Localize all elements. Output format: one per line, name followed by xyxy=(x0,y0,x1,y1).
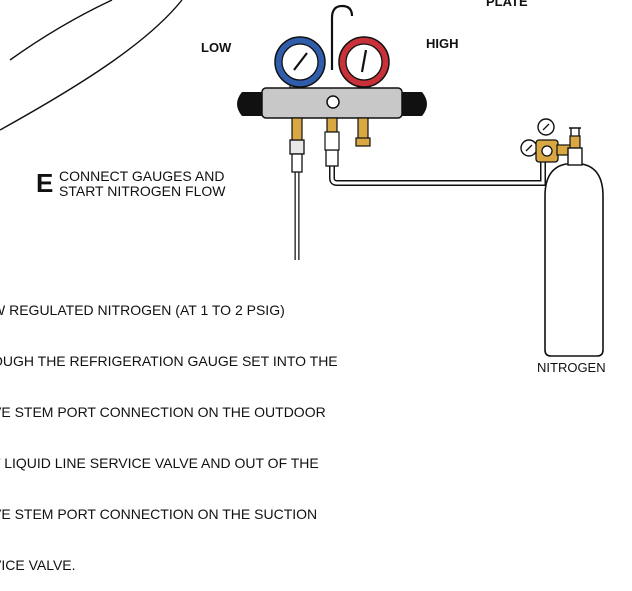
step-caption-line: START NITROGEN FLOW xyxy=(59,183,226,199)
diagram-artwork xyxy=(0,0,604,357)
step-caption-line: CONNECT GAUGES AND xyxy=(59,168,225,184)
high-pressure-gauge xyxy=(338,36,390,89)
instruction-line: W REGULATED NITROGEN (AT 1 TO 2 PSIG) xyxy=(0,302,285,318)
gauge-hook xyxy=(330,4,354,70)
high-label: HIGH xyxy=(426,36,459,51)
manifold-fittings xyxy=(291,117,371,151)
nitrogen-regulator xyxy=(520,118,581,163)
nitrogen-label: NITROGEN xyxy=(537,360,606,375)
instruction-line: T LIQUID LINE SERVICE VALVE AND OUT OF T… xyxy=(0,455,319,471)
instruction-line: VE STEM PORT CONNECTION ON THE SUCTION xyxy=(0,506,318,522)
instruction-line: OUGH THE REFRIGERATION GAUGE SET INTO TH… xyxy=(0,353,338,369)
plate-label: PLATE xyxy=(486,0,528,9)
instruction-line: VE STEM PORT CONNECTION ON THE OUTDOOR xyxy=(0,404,326,420)
low-side-hose xyxy=(289,136,305,260)
unit-outline-curves xyxy=(0,0,183,131)
step-letter: E xyxy=(36,168,54,198)
manifold-body xyxy=(237,87,427,119)
center-hose xyxy=(325,149,546,186)
instruction-text: W REGULATED NITROGEN (AT 1 TO 2 PSIG) OU… xyxy=(0,268,338,591)
instruction-line: VICE VALVE. xyxy=(0,557,76,573)
nitrogen-cylinder xyxy=(544,147,604,357)
low-pressure-gauge xyxy=(274,36,326,89)
low-label: LOW xyxy=(201,40,232,55)
step-caption: CONNECT GAUGES AND START NITROGEN FLOW xyxy=(59,169,225,199)
